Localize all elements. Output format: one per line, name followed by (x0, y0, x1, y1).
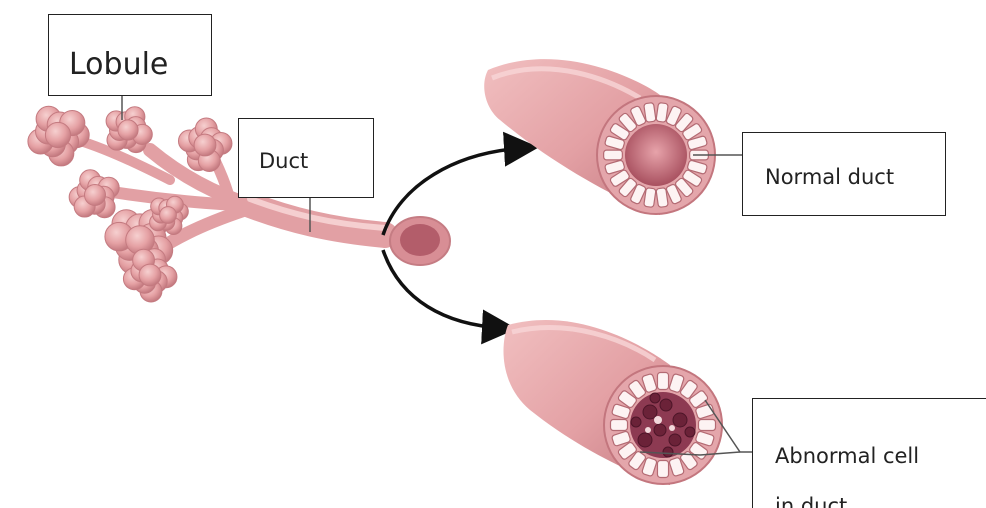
duct-opening (390, 217, 450, 265)
epithelial-cell (657, 461, 668, 478)
abnormal-cell-gap (669, 425, 675, 431)
lobule-cluster (106, 107, 152, 153)
abnormal-cell-gap (645, 427, 651, 433)
epithelial-cell (611, 419, 628, 430)
duct-label: Duct (238, 118, 374, 198)
abnormal-cell (663, 447, 673, 457)
lobule-label: Lobule (48, 14, 212, 96)
abnormal-cell-gap (654, 416, 662, 424)
epithelial-cell (699, 419, 716, 430)
abnormal-cell (669, 434, 681, 446)
lobule-cluster (69, 170, 119, 218)
abnormal-cell (673, 413, 687, 427)
abnormal-label-line2: in duct (775, 481, 986, 508)
lobule-cluster (28, 106, 89, 166)
abnormal-cell (685, 427, 695, 437)
epithelial-cell (656, 188, 668, 208)
abnormal-label-line1: Abnormal cell (775, 431, 986, 481)
abnormal-cell (643, 405, 657, 419)
abnormal-cell-label: Abnormal cell in duct (752, 398, 986, 508)
normal-duct-label: Normal duct (742, 132, 946, 216)
abnormal-cell (650, 393, 660, 403)
abnormal-cell (638, 433, 652, 447)
abnormal-cell (654, 424, 666, 436)
epithelial-cell (604, 150, 623, 160)
lobule-cluster (178, 118, 231, 171)
abnormal-duct-section (604, 366, 722, 484)
epithelial-cell (644, 102, 656, 122)
arrow-to-abnormal (383, 250, 503, 328)
abnormal-cell (660, 399, 672, 411)
epithelial-cell (657, 373, 668, 390)
abnormal-cell (631, 417, 641, 427)
